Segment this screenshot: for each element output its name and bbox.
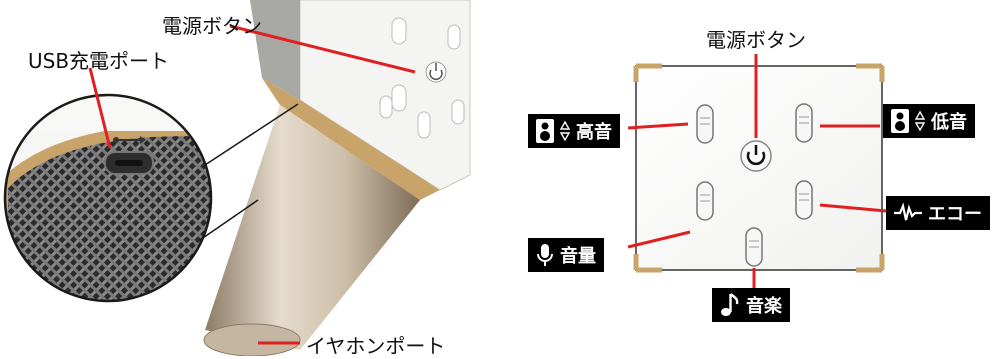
bass-switch (795, 103, 813, 143)
bass-tag: 低音 (883, 104, 975, 138)
treble-callout-line (627, 122, 689, 130)
music-label: 音楽 (746, 296, 782, 317)
mic-handle (203, 105, 420, 356)
up-down-arrows-icon (560, 120, 570, 142)
treble-label: 高音 (576, 122, 612, 143)
music-tag: 音楽 (712, 288, 790, 322)
left-power-button-label: 電源ボタン (162, 14, 262, 38)
volume-callout-line (627, 230, 691, 249)
microphone-icon (537, 244, 553, 266)
volume-label: 音量 (560, 246, 596, 267)
right-power-button-label: 電源ボタン (706, 28, 806, 52)
mic-head-button (379, 95, 393, 119)
mic-head (250, 0, 471, 200)
music-note-icon (721, 293, 739, 316)
volume-switch (696, 181, 714, 221)
power-icon (740, 140, 772, 172)
usb-port-label: USB充電ポート (28, 49, 170, 73)
volume-tag: 音量 (528, 238, 604, 272)
echo-label: エコー (928, 204, 982, 225)
mic-head-button (447, 24, 461, 50)
up-down-arrows-icon (915, 110, 925, 132)
power-button-callout-line (229, 24, 416, 74)
treble-switch (696, 104, 714, 144)
usb-port-callout-line (88, 67, 112, 149)
mic-head-button (391, 17, 407, 45)
echo-switch (795, 180, 813, 220)
bass-label: 低音 (931, 112, 967, 133)
usb-icon (113, 136, 146, 144)
echo-tag: エコー (886, 196, 990, 230)
earphone-port-label: イヤホンポート (306, 334, 446, 358)
treble-tag: 高音 (528, 114, 620, 148)
waveform-icon (894, 202, 922, 221)
mic-head-button (391, 84, 407, 112)
mic-head-button (451, 99, 465, 125)
mic-head-button (417, 111, 431, 139)
speaker-icon (891, 109, 909, 133)
echo-callout-line (819, 203, 887, 213)
music-switch (745, 227, 763, 267)
speaker-icon (536, 119, 554, 143)
